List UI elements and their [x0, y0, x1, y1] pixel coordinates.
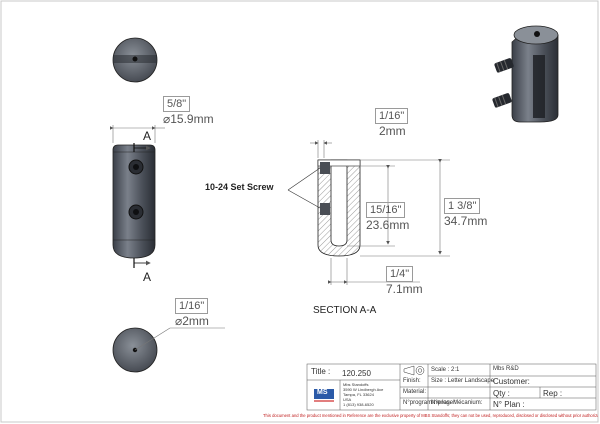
section-title: SECTION A-A [313, 305, 377, 316]
size-value: Size : Letter Landscape [431, 378, 495, 384]
ms-logo [314, 389, 334, 402]
section-mark-top: A [143, 129, 152, 143]
hole-dimension: 1/16" ⌀2mm [175, 298, 209, 328]
slot-height-dimension: 15/16" 23.6mm [366, 202, 409, 232]
top-view [112, 37, 158, 83]
address-block: Mbs Standoffs 3590 W Lindbergh Ave Tampa… [343, 382, 383, 407]
section-view [287, 140, 450, 285]
projection-symbol [403, 365, 425, 376]
total-height-mm: 34.7mm [444, 214, 488, 228]
address-line: 1 (813) 938-6520 [343, 402, 374, 407]
material-label: Material: [403, 389, 427, 395]
plan-label: N° Plan : [493, 400, 525, 409]
customer-label: Customer: [493, 377, 530, 386]
wall-mm: 2mm [379, 124, 406, 138]
slot-height-mm: 23.6mm [366, 218, 410, 232]
slot-height-frac: 15/16" [366, 202, 406, 218]
address-line: USA [343, 397, 352, 402]
wall-dimension: 1/16" 2mm [375, 108, 409, 138]
isometric-view [492, 25, 559, 123]
total-height-frac: 1 3/8" [444, 198, 481, 214]
company-value: Mbs R&D [493, 366, 519, 372]
section-mark-bottom: A [143, 270, 152, 284]
diameter-mm: ⌀15.9mm [163, 112, 214, 126]
set-screw-label: 10-24 Set Screw [205, 182, 274, 192]
total-height-dimension: 1 3/8" 34.7mm [444, 198, 487, 228]
disclaimer: This document and the product mentioned … [263, 413, 598, 418]
finish-label: Finish: [403, 378, 421, 384]
hole-frac: 1/16" [175, 298, 209, 314]
bottom-view [112, 327, 225, 373]
front-view [110, 125, 165, 268]
slot-width-dimension: 1/4" 7.1mm [386, 266, 423, 296]
hole-mm: ⌀2mm [175, 314, 209, 328]
slot-width-frac: 1/4" [386, 266, 414, 282]
address-line: 3590 W Lindbergh Ave [343, 387, 384, 392]
diameter-dimension: 5/8" ⌀15.9mm [163, 96, 214, 126]
rep-label: Rep : [543, 389, 563, 398]
qty-label: Qty : [493, 389, 510, 398]
logo-text: MS [317, 389, 328, 396]
title-block [306, 363, 597, 411]
program-laser-label: N°programme laser: [403, 400, 457, 406]
slot-width-mm: 7.1mm [386, 282, 423, 296]
program-mecanium-label: N°prog. Mécanium: [431, 400, 483, 406]
title-value: 120.250 [342, 369, 371, 378]
address-line: Mbs Standoffs [343, 382, 369, 387]
scale-value: Scale : 2:1 [431, 367, 460, 373]
diameter-frac: 5/8" [163, 96, 191, 112]
address-line: Tampa, FL 33624 [343, 392, 374, 397]
title-label: Title : [311, 367, 331, 376]
wall-frac: 1/16" [375, 108, 409, 124]
